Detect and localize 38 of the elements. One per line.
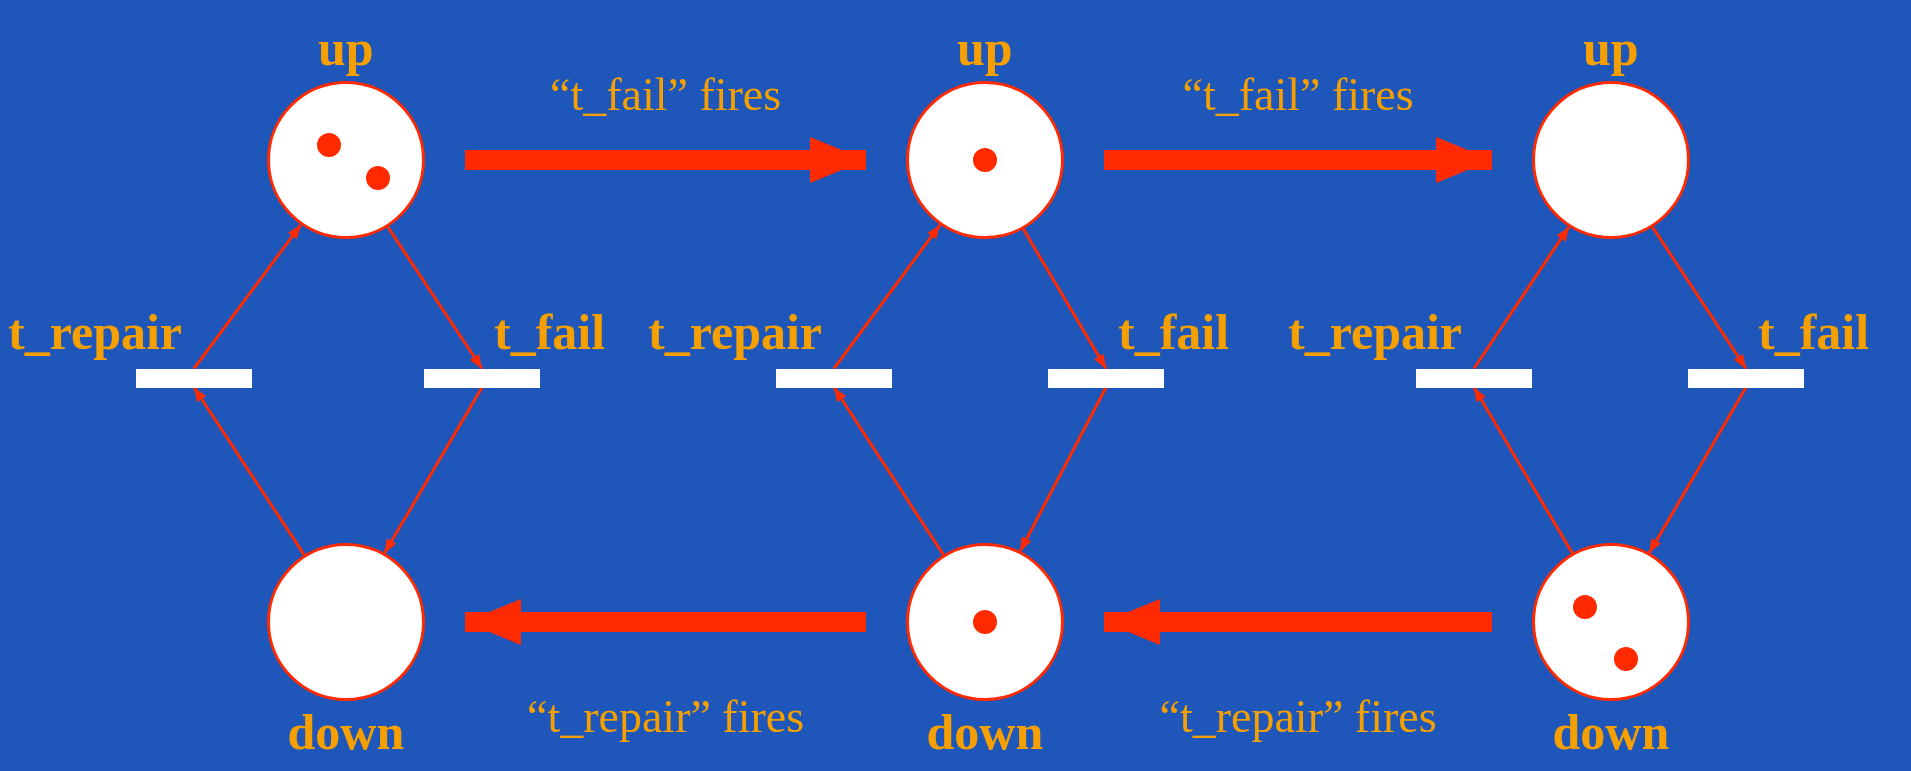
arrow — [1472, 226, 1571, 370]
edge-label: “t_fail” fires — [550, 72, 782, 118]
arrow — [465, 137, 866, 183]
place-label: down — [1552, 707, 1670, 757]
token-dot — [366, 166, 390, 190]
token-dot — [973, 148, 997, 172]
arrow — [832, 386, 945, 556]
transition-label: t_fail — [1118, 306, 1230, 357]
arrow — [1472, 386, 1574, 554]
arrow — [1022, 228, 1108, 370]
transition-label: t_fail — [494, 306, 606, 357]
arrow — [192, 223, 303, 370]
arrow — [1018, 386, 1108, 552]
arrow — [465, 599, 866, 645]
token-dot — [1573, 595, 1597, 619]
arrow — [1104, 599, 1492, 645]
place-label: down — [926, 707, 1044, 757]
token-dot — [973, 610, 997, 634]
arrow — [192, 386, 306, 556]
transition-label: t_fail — [1758, 306, 1870, 357]
transition-bar — [1416, 368, 1532, 388]
arrow — [1104, 137, 1492, 183]
token-dot — [317, 133, 341, 157]
arrow — [386, 226, 484, 370]
transition-bar — [136, 368, 252, 388]
transition-bar — [1048, 368, 1164, 388]
arrow — [1647, 386, 1748, 554]
transition-bar — [424, 368, 540, 388]
transition-bar — [1688, 368, 1804, 388]
token-dot — [1614, 647, 1638, 671]
edge-label: “t_fail” fires — [1182, 72, 1414, 118]
edge-label: “t_repair” fires — [527, 694, 805, 740]
transition-bar — [776, 368, 892, 388]
edge-label: “t_repair” fires — [1159, 694, 1437, 740]
arrow — [832, 224, 942, 370]
arrow — [383, 386, 484, 554]
place-label: down — [287, 707, 405, 757]
arrow — [1651, 226, 1748, 370]
